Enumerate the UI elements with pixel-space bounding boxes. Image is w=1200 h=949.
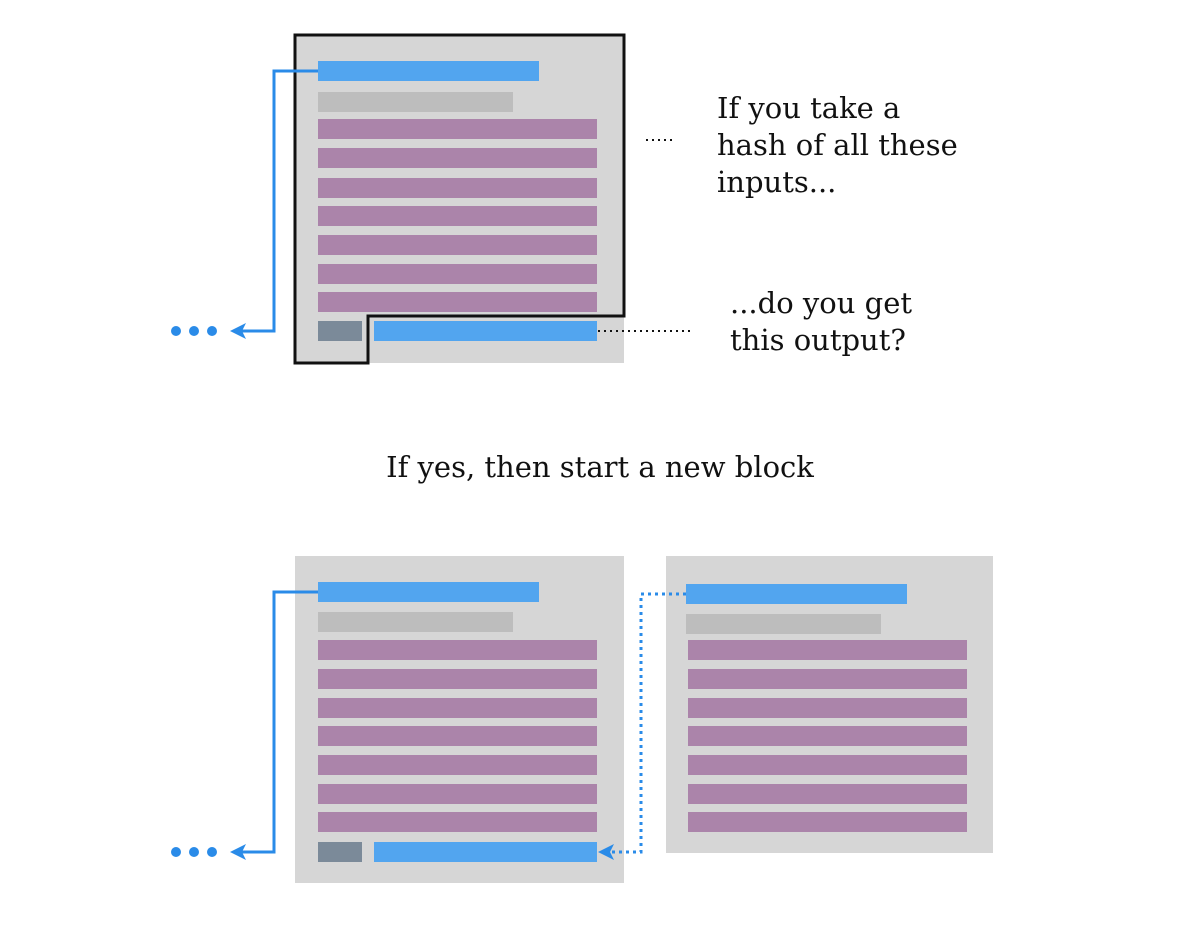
bottom-left-block-transactions bbox=[318, 640, 597, 832]
bottom-left-block-hash-bar bbox=[318, 582, 539, 602]
bottom-right-block-transactions bbox=[688, 640, 967, 832]
three-dots-icon bbox=[171, 847, 217, 857]
top-block-hash-bar bbox=[318, 61, 539, 81]
hash-inputs-caption: If you take a hash of all these inputs..… bbox=[717, 91, 958, 199]
transaction-bar bbox=[688, 726, 967, 746]
top-block-nonce-box bbox=[318, 321, 362, 341]
transaction-bar bbox=[688, 812, 967, 832]
transaction-bar bbox=[318, 264, 597, 284]
bottom-left-block-prev-hash-bar bbox=[318, 612, 513, 632]
three-dots-icon bbox=[171, 326, 217, 336]
top-block-output-hash-bar bbox=[374, 321, 597, 341]
transaction-bar bbox=[688, 640, 967, 660]
bottom-left-block bbox=[295, 556, 624, 883]
transaction-bar bbox=[318, 148, 597, 168]
arrowhead-left-icon bbox=[230, 844, 246, 860]
transaction-bar bbox=[318, 178, 597, 198]
bottom-left-block-output-hash-bar bbox=[374, 842, 597, 862]
bottom-link-line bbox=[242, 590, 318, 854]
bottom-right-block-prev-hash-bar bbox=[686, 614, 881, 634]
bottom-right-block bbox=[666, 556, 993, 853]
top-block-transactions bbox=[318, 119, 597, 312]
transaction-bar bbox=[318, 755, 597, 775]
transaction-bar bbox=[318, 119, 597, 139]
transaction-bar bbox=[318, 698, 597, 718]
top-chain-link bbox=[171, 69, 318, 339]
transaction-bar bbox=[318, 640, 597, 660]
top-block-background bbox=[295, 36, 624, 363]
top-block bbox=[293, 33, 626, 365]
transaction-bar bbox=[318, 206, 597, 226]
transaction-bar bbox=[688, 698, 967, 718]
transaction-bar bbox=[318, 669, 597, 689]
top-block-prev-hash-bar bbox=[318, 92, 513, 112]
transaction-bar bbox=[688, 755, 967, 775]
hash-input-outline bbox=[293, 33, 626, 365]
transaction-bar bbox=[318, 292, 597, 312]
bottom-left-block-nonce-box bbox=[318, 842, 362, 862]
bottom-right-block-hash-bar bbox=[686, 584, 907, 604]
transaction-bar bbox=[318, 726, 597, 746]
hash-output-caption: ...do you get this output? bbox=[730, 286, 913, 357]
arrowhead-left-icon bbox=[230, 323, 246, 339]
transaction-bar bbox=[688, 784, 967, 804]
new-block-caption: If yes, then start a new block bbox=[386, 450, 814, 484]
transaction-bar bbox=[688, 669, 967, 689]
bottom-left-block-background bbox=[295, 556, 624, 883]
arrowhead-left-icon bbox=[598, 844, 614, 860]
new-block-link bbox=[598, 592, 686, 860]
bottom-chain-link bbox=[171, 590, 318, 860]
transaction-bar bbox=[318, 812, 597, 832]
top-link-line bbox=[242, 69, 318, 333]
transaction-bar bbox=[318, 235, 597, 255]
transaction-bar bbox=[318, 784, 597, 804]
new-block-link-line bbox=[610, 592, 686, 854]
